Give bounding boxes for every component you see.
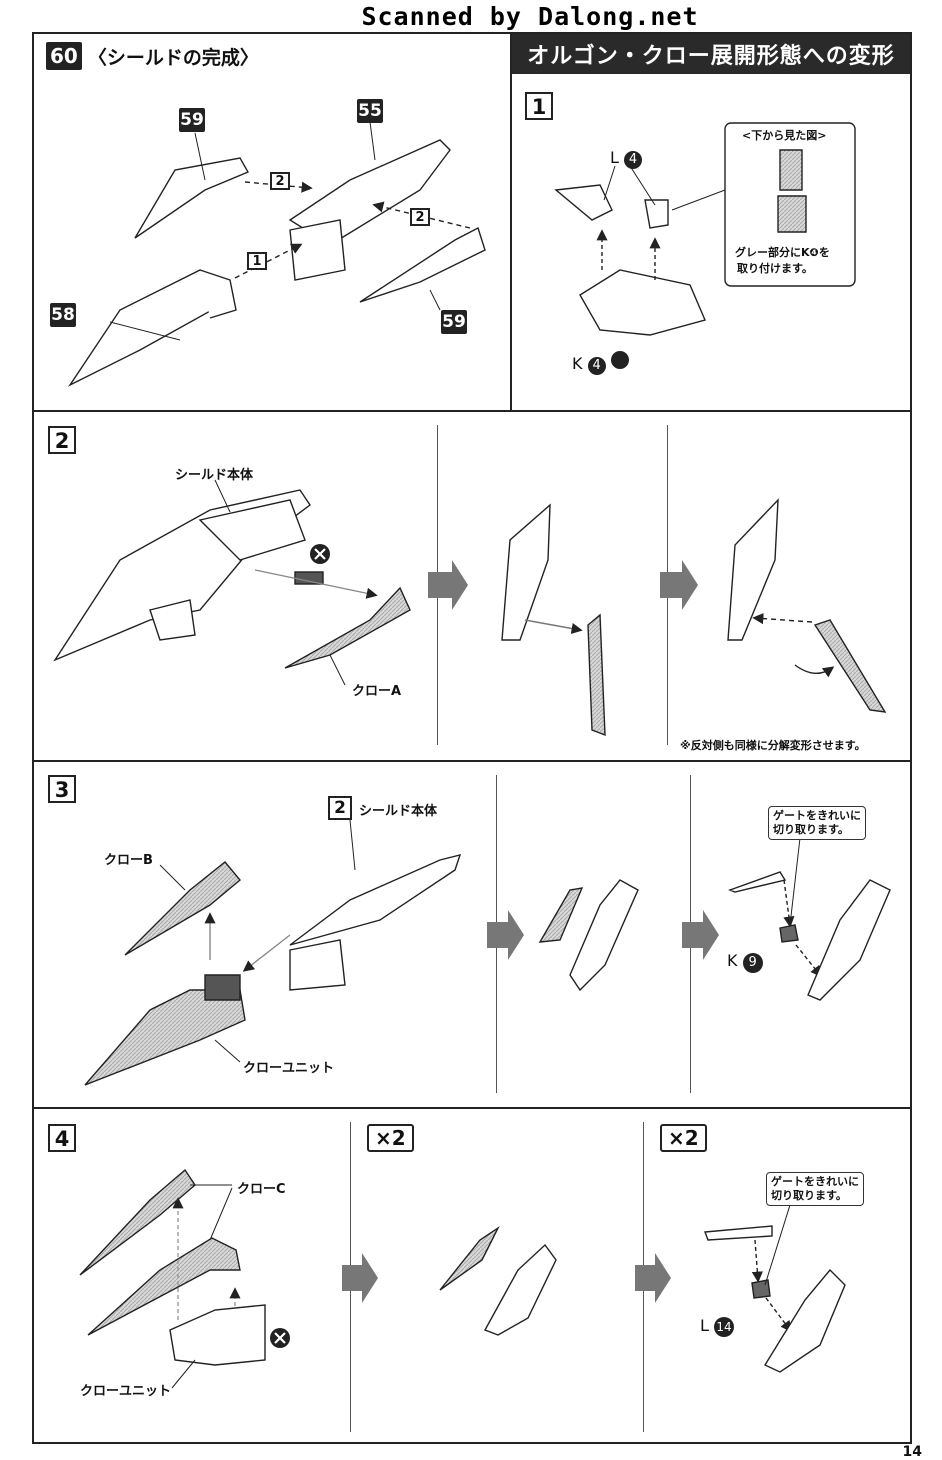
- step-60-number: 60: [46, 42, 82, 70]
- page-number: 14: [902, 1444, 922, 1460]
- ref-step-2-badge: 2: [328, 796, 352, 820]
- claw-c-lower: [87, 1237, 241, 1336]
- times-two-badge-b: ×2: [660, 1124, 707, 1152]
- claw-a-upper-split-2: [727, 498, 779, 641]
- part-l4-left: [554, 184, 613, 221]
- claw-unit-label-4: クローユニット: [80, 1384, 172, 1399]
- claw-unit-label-3: クローユニット: [243, 1061, 335, 1076]
- transform-section-title: オルゴン・クロー展開形態への変形: [512, 34, 910, 74]
- part-k-number-badge: 4: [587, 357, 606, 375]
- part-59-upper-blade: [134, 157, 250, 239]
- part-callout-55: 55: [357, 99, 383, 123]
- part-callout-59-upper: 59: [179, 108, 205, 132]
- claw-a-upper-split: [501, 503, 551, 641]
- claw-c-label: クローC: [237, 1182, 286, 1197]
- part-l-label: L 4: [610, 148, 643, 169]
- gate-note-3-line2: 切り取ります。: [773, 823, 849, 836]
- part-k9-number-badge: 9: [742, 953, 763, 973]
- part-callout-59-lower: 59: [441, 310, 467, 334]
- next-arrow-2a: [428, 560, 468, 610]
- part-callout-58: 58: [50, 303, 76, 327]
- next-arrow-4a: [342, 1253, 378, 1303]
- shield-body-label-3: シールド本体: [359, 804, 438, 819]
- part-k-label: K 4: [572, 351, 629, 375]
- next-arrow-2b: [660, 560, 698, 610]
- part-l14-label: L 14: [700, 1316, 735, 1337]
- step-60-title: 〈シールドの完成〉: [87, 46, 259, 69]
- part-k4-base: [579, 269, 706, 336]
- gate-note-3-line1: ゲートをきれいに: [773, 809, 861, 822]
- part-k9-label: K 9: [727, 951, 763, 973]
- next-arrow-3a: [487, 910, 524, 960]
- page-frame: [32, 32, 912, 1444]
- sequence-1: 1: [247, 252, 267, 270]
- next-arrow-3b: [682, 910, 719, 960]
- removed-cap-part: [294, 571, 324, 585]
- divider-row-2: [34, 760, 910, 762]
- gray-paint-icon: [610, 351, 629, 369]
- panel-1-number: 1: [525, 92, 553, 120]
- part-l4-right: [644, 199, 669, 229]
- part-l-number-badge: 4: [624, 151, 643, 169]
- panel-4-number: 4: [48, 1124, 76, 1152]
- scan-watermark-header: Scanned by Dalong.net: [361, 2, 699, 31]
- bottom-view-note-2: 取り付けます。: [737, 262, 813, 275]
- sequence-2-upper: 2: [270, 172, 290, 190]
- panel-3-number: 3: [48, 775, 76, 803]
- claw-unit-illustration: [84, 989, 246, 1086]
- panel-2-note: ※反対側も同様に分解変形させます。: [680, 739, 866, 752]
- gate-note-box-4: ゲートをきれいに切り取ります。: [766, 1172, 864, 1206]
- part-l14-number-badge: 14: [714, 1317, 735, 1337]
- next-arrow-4b: [635, 1253, 671, 1303]
- gate-note-box-3: ゲートをきれいに切り取ります。: [768, 806, 866, 840]
- part-59-lower-blade: [359, 226, 486, 303]
- divider-row-3: [34, 1107, 910, 1109]
- claw-a-illustration: [284, 586, 411, 669]
- claw-b-illustration: [124, 861, 241, 956]
- gate-note-4-line1: ゲートをきれいに: [771, 1175, 859, 1188]
- claw-unit-frame: [169, 1304, 266, 1366]
- sequence-2-lower: 2: [410, 208, 430, 226]
- step-60-heading: 60 〈シールドの完成〉: [46, 42, 259, 70]
- claw-a-label: クローA: [352, 684, 402, 699]
- bottom-view-note-1: グレー部分にK❹を: [735, 246, 830, 259]
- gate-note-4-line2: 切り取ります。: [771, 1189, 847, 1202]
- panel-2-number: 2: [48, 426, 76, 454]
- divider-row-1: [34, 410, 910, 412]
- bottom-view-title: <下から見た図>: [742, 129, 827, 142]
- shield-body-label: シールド本体: [175, 468, 254, 483]
- claw-c-upper: [79, 1168, 196, 1276]
- claw-a-lower-split: [587, 613, 606, 737]
- divider-top-vertical: [510, 34, 512, 411]
- claw-a-rotated: [813, 619, 887, 713]
- times-two-badge-a: ×2: [367, 1124, 414, 1152]
- claw-b-label: クローB: [104, 853, 153, 868]
